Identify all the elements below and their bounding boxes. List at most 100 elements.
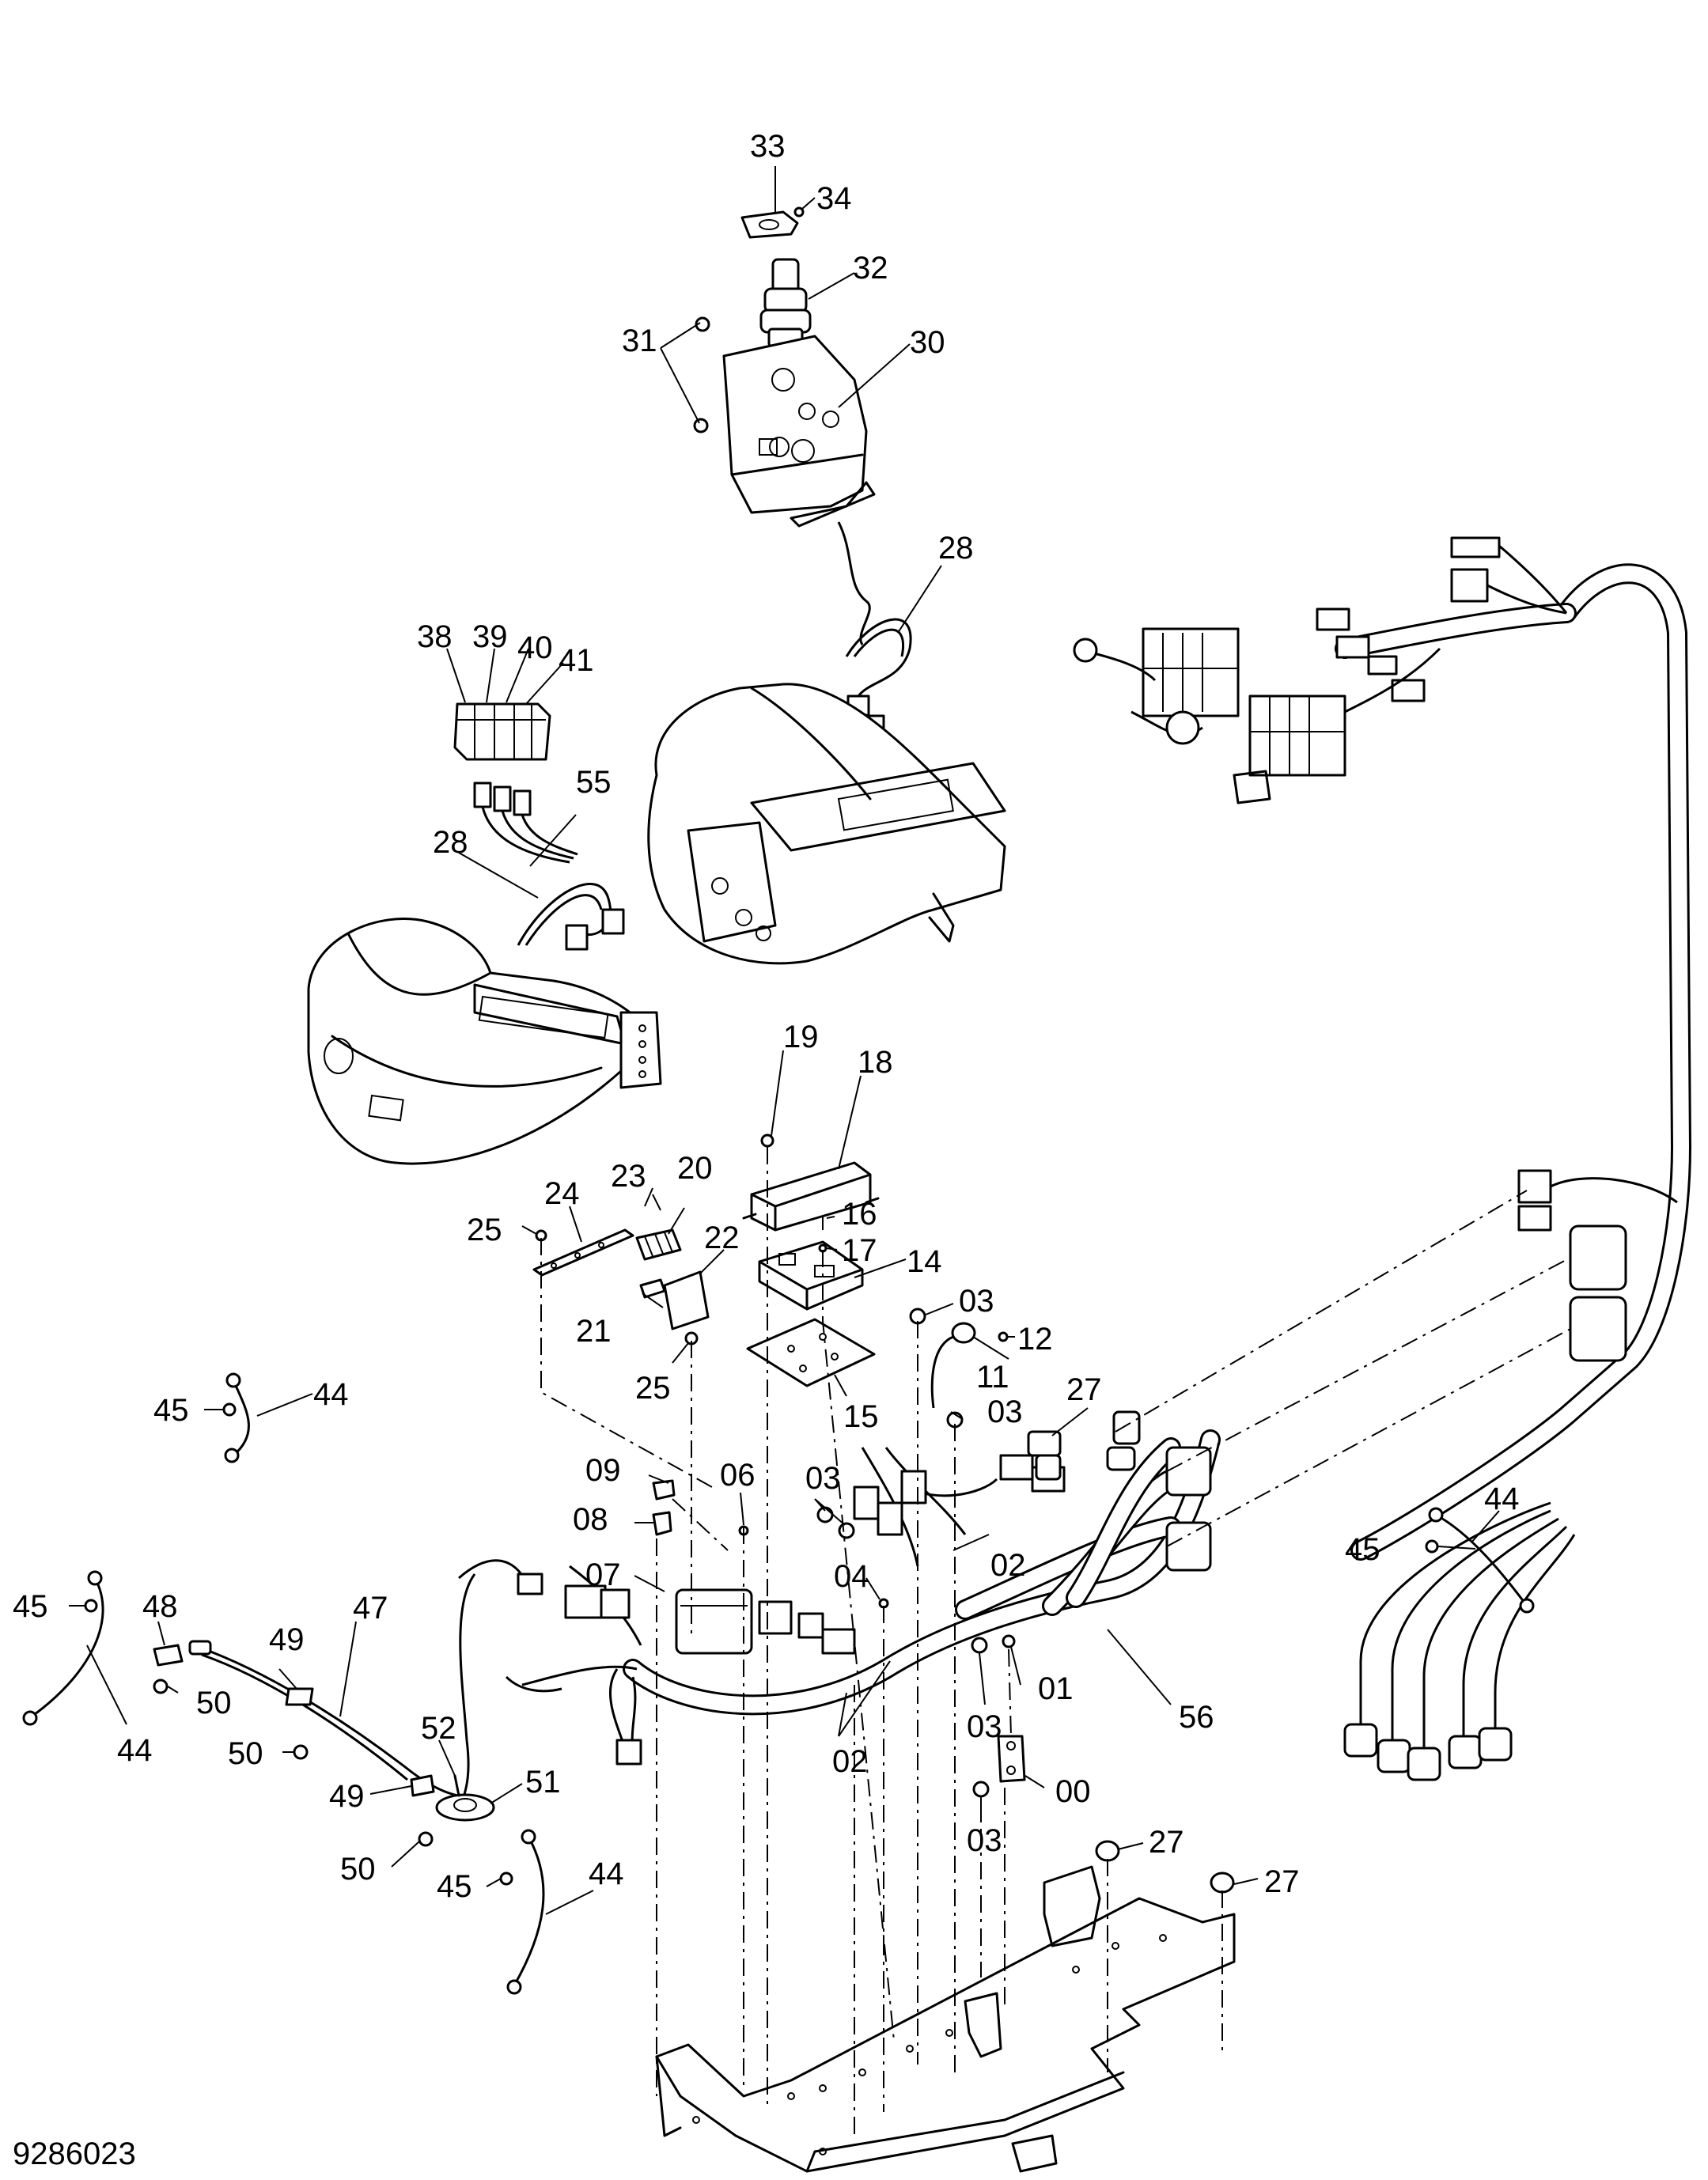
bolt-45-c: [499, 1872, 513, 1886]
callout-50-b: 50: [228, 1736, 263, 1771]
callout-51: 51: [525, 1765, 561, 1800]
callout-03-d: 03: [967, 1709, 1002, 1744]
clip-08: [652, 1511, 672, 1536]
callout-40: 40: [517, 630, 553, 665]
callout-28-lower: 28: [433, 825, 468, 860]
callout-22: 22: [704, 1221, 740, 1255]
callout-18: 18: [858, 1045, 893, 1080]
callout-25-a: 25: [467, 1213, 502, 1247]
plate-22: [663, 1270, 710, 1330]
callout-19: 19: [783, 1020, 819, 1054]
ground-strap-44-c: [506, 1829, 545, 1995]
screw-19: [760, 1134, 774, 1148]
clip-49-a: [285, 1687, 314, 1706]
harness-28-lower: [517, 883, 625, 951]
screw-31: [693, 316, 710, 433]
callout-07: 07: [585, 1557, 621, 1592]
callout-09: 09: [585, 1453, 621, 1488]
clip-48: [153, 1644, 184, 1667]
callout-44-c: 44: [589, 1856, 624, 1891]
callout-03-e: 03: [967, 1823, 1002, 1858]
clamps-27: [1095, 1840, 1235, 1894]
stud-52: [453, 1774, 460, 1797]
callout-39: 39: [472, 619, 508, 654]
sensor-51: [435, 1793, 495, 1822]
bolt-45-b: [84, 1599, 98, 1613]
bolt-45-a: [222, 1402, 237, 1417]
callout-16: 16: [842, 1197, 877, 1232]
callout-27-c: 27: [1264, 1864, 1300, 1899]
callout-02-a: 02: [990, 1548, 1026, 1583]
callout-14: 14: [907, 1244, 942, 1279]
callout-47: 47: [353, 1591, 388, 1626]
callout-45-d: 45: [1345, 1532, 1380, 1567]
ground-strap-44-b: [22, 1570, 104, 1726]
callout-11: 11: [976, 1360, 1009, 1395]
bracket-09: [652, 1479, 676, 1501]
callout-12: 12: [1017, 1322, 1053, 1357]
callout-03-c: 03: [805, 1461, 841, 1496]
callout-23: 23: [611, 1159, 646, 1194]
callout-labels: 33 34 32 30 31 28 38 39 40 41 55 28 19 1…: [13, 129, 1520, 1904]
callout-24: 24: [544, 1176, 580, 1211]
main-harness-56: [458, 1410, 1221, 1800]
key-switch-32: [759, 258, 812, 348]
callout-34: 34: [816, 181, 852, 216]
callout-25-b: 25: [635, 1371, 671, 1406]
switch-panel-30: [722, 335, 876, 645]
callout-45-c: 45: [437, 1869, 472, 1904]
harness-branches-bottom-right: [1343, 1501, 1576, 1781]
callout-02-b: 02: [832, 1744, 868, 1779]
ground-strap-44-d: [1428, 1507, 1535, 1614]
callout-30: 30: [910, 325, 945, 360]
callout-45-b: 45: [13, 1589, 48, 1624]
callout-52: 52: [421, 1711, 456, 1746]
callout-27-b: 27: [1149, 1825, 1184, 1860]
callout-06: 06: [720, 1458, 756, 1493]
assembly-lines: [540, 1147, 1571, 2136]
left-console: [307, 918, 662, 1165]
callout-00: 00: [1055, 1774, 1091, 1809]
callout-41: 41: [559, 643, 594, 678]
connector-27-harness: [1027, 1430, 1062, 1481]
right-console: [647, 683, 1006, 965]
callout-03-b: 03: [987, 1395, 1023, 1429]
callout-44-b: 44: [117, 1733, 153, 1768]
callout-48: 48: [142, 1589, 178, 1624]
callout-33: 33: [750, 129, 786, 164]
callout-50-a: 50: [196, 1686, 232, 1720]
callout-04: 04: [834, 1559, 869, 1594]
callout-27-a: 27: [1066, 1372, 1102, 1407]
clip-49-b: [410, 1774, 435, 1797]
screws-16-17: [818, 1217, 827, 1253]
callout-15: 15: [843, 1399, 879, 1434]
switch-block-38-41: [453, 702, 551, 761]
callout-50-c: 50: [340, 1852, 376, 1887]
bar-24: [532, 1228, 634, 1277]
callout-56: 56: [1179, 1700, 1214, 1735]
figure-number: 9286023: [13, 2136, 136, 2171]
callout-28-upper: 28: [938, 531, 974, 566]
callout-03-a: 03: [959, 1284, 994, 1319]
callout-21: 21: [576, 1314, 612, 1349]
leader-lines: [69, 166, 1500, 1915]
floor-frame: [655, 1865, 1236, 2173]
mounting-plate-15: [746, 1318, 876, 1387]
callout-20: 20: [677, 1151, 713, 1186]
callout-38: 38: [417, 619, 453, 654]
callout-08: 08: [573, 1502, 608, 1537]
cover-bracket-18: [742, 1161, 880, 1232]
callout-32: 32: [853, 251, 888, 286]
sensor-11: [930, 1322, 976, 1409]
screw-23: [652, 1194, 661, 1211]
callout-49-a: 49: [269, 1622, 305, 1657]
callout-31: 31: [622, 324, 657, 358]
ground-strap-44-a: [224, 1372, 250, 1463]
callout-01: 01: [1038, 1671, 1074, 1706]
connector-20: [635, 1228, 682, 1261]
bracket-plate-33: [740, 210, 799, 239]
control-unit-14: [758, 1240, 864, 1311]
clip-01: [1002, 1634, 1016, 1648]
screw-34: [793, 206, 805, 218]
